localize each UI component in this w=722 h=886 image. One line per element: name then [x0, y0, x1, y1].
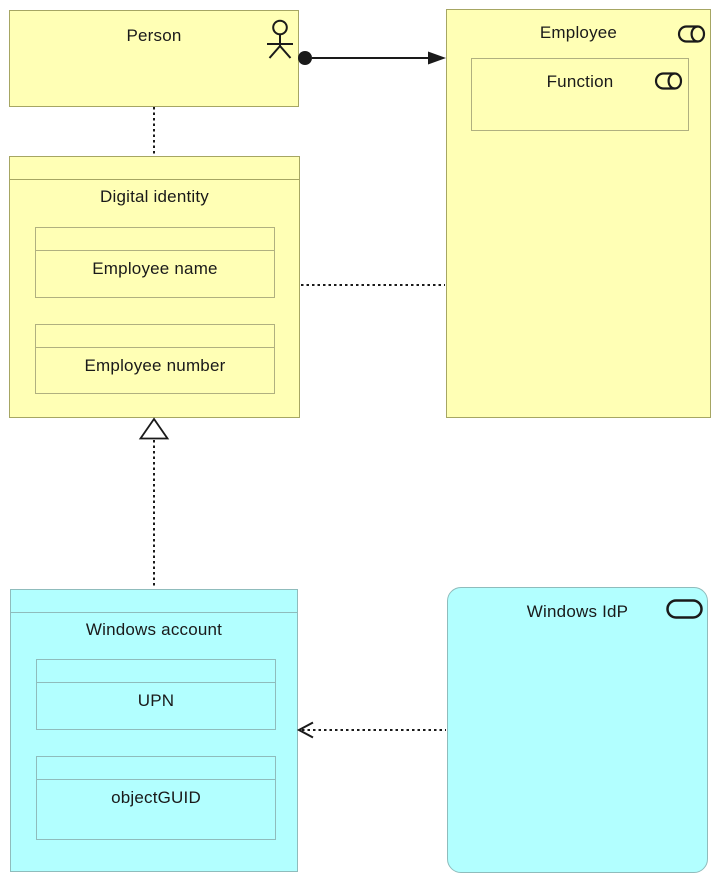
- data-object-band: [10, 157, 299, 180]
- actor-icon: [265, 19, 295, 60]
- relation-assignment-person-employee[interactable]: [298, 51, 446, 65]
- node-employee-name[interactable]: Employee name: [35, 227, 275, 298]
- data-object-band: [36, 228, 274, 251]
- node-objectguid-label: objectGUID: [111, 788, 201, 807]
- node-windows-account-label: Windows account: [85, 620, 223, 639]
- data-object-band: [37, 660, 275, 683]
- node-upn-label: UPN: [137, 691, 175, 710]
- node-employee[interactable]: Employee Function: [446, 9, 711, 418]
- node-windows-account[interactable]: Windows account UPN objectGUID: [10, 589, 298, 872]
- data-object-band: [37, 757, 275, 780]
- node-windows-idp-label: Windows IdP: [526, 602, 629, 621]
- data-object-band: [11, 590, 297, 613]
- node-upn[interactable]: UPN: [36, 659, 276, 730]
- node-digital-identity-label: Digital identity: [99, 187, 210, 206]
- node-person-label: Person: [126, 26, 182, 45]
- node-function-label: Function: [546, 72, 614, 91]
- role-icon: [677, 25, 706, 43]
- data-object-band: [36, 325, 274, 348]
- relation-access-windows-idp-windows-account[interactable]: [296, 721, 446, 739]
- node-employee-label: Employee: [539, 23, 618, 42]
- node-employee-number[interactable]: Employee number: [35, 324, 275, 394]
- node-employee-name-label: Employee name: [92, 259, 218, 278]
- node-objectguid[interactable]: objectGUID: [36, 756, 276, 840]
- role-icon: [654, 72, 683, 90]
- node-function[interactable]: Function: [471, 58, 689, 131]
- node-digital-identity[interactable]: Digital identity Employee name Employee …: [9, 156, 300, 418]
- node-person[interactable]: Person: [9, 10, 299, 107]
- service-icon: [666, 599, 703, 619]
- node-windows-idp[interactable]: Windows IdP: [447, 587, 708, 873]
- relation-realization-windows-account-digital-identity[interactable]: [138, 417, 170, 588]
- node-employee-number-label: Employee number: [84, 356, 226, 375]
